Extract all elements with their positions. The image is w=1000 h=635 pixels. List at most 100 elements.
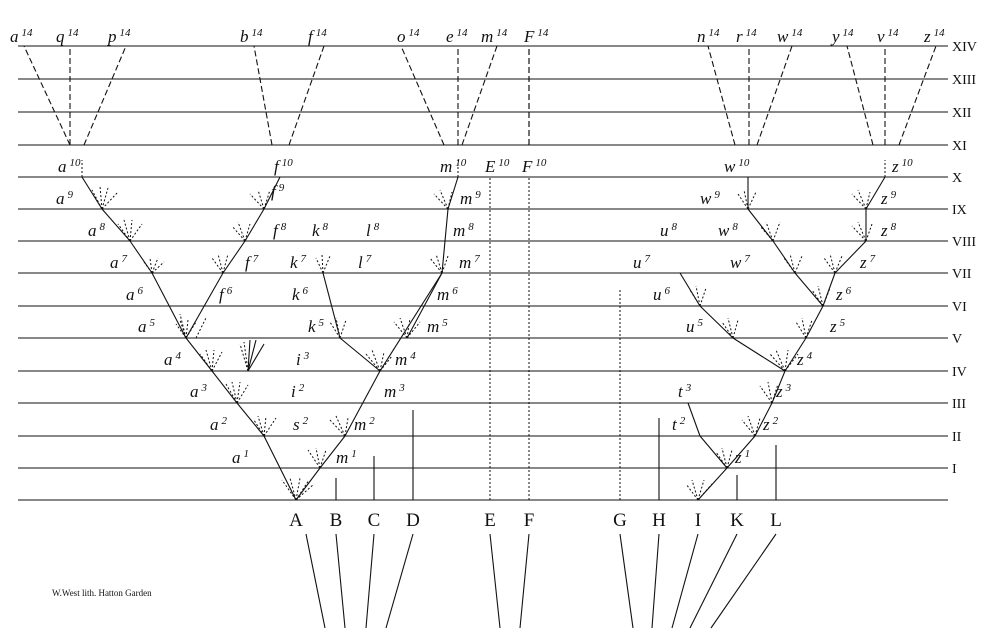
edge-47: [281, 479, 297, 501]
edge-57: [231, 381, 238, 404]
edge-85: [237, 221, 246, 242]
edge-181: [789, 253, 796, 274]
edge-172: [695, 285, 701, 307]
edge-60: [199, 353, 213, 372]
species-E: E: [484, 510, 496, 531]
edge-109: [406, 321, 421, 339]
species-A: A: [289, 510, 303, 531]
edge-94: [335, 415, 346, 437]
edge-142: [805, 305, 824, 339]
edge-91: [315, 447, 321, 469]
edge-58: [236, 381, 241, 404]
edge-194: [865, 191, 871, 210]
edge-150: [865, 176, 886, 210]
edge-83: [222, 253, 229, 274]
generation-xiii: XIII: [952, 73, 976, 88]
species-G: G: [613, 510, 627, 531]
edge-148: [834, 240, 867, 274]
edge-81: [211, 257, 224, 274]
edge-35: [81, 176, 103, 210]
generation-i: I: [952, 462, 957, 477]
edge-25: [710, 533, 777, 629]
species-K: K: [730, 510, 744, 531]
generation-xii: XII: [952, 106, 972, 121]
edge-12: [846, 45, 874, 146]
edge-151: [685, 483, 699, 501]
edge-37: [222, 240, 246, 274]
edge-87: [249, 193, 265, 210]
edge-39: [263, 176, 281, 210]
edge-28: [319, 435, 346, 469]
edge-24: [689, 533, 738, 629]
edge-70: [151, 257, 159, 274]
edge-185: [772, 221, 781, 242]
generation-xiv: XIV: [952, 40, 977, 55]
edge-38: [244, 208, 265, 242]
edge-180: [783, 257, 796, 274]
edge-178: [817, 285, 824, 307]
edge-160: [754, 417, 761, 437]
generation-iv: IV: [952, 365, 967, 380]
edge-4: [288, 45, 325, 146]
edge-74: [129, 219, 133, 242]
edge-157: [726, 449, 733, 469]
edge-191: [865, 223, 873, 242]
edge-136: [754, 402, 773, 437]
edge-42: [322, 272, 341, 339]
edge-105: [322, 255, 331, 274]
edge-111: [435, 253, 443, 274]
edge-115: [447, 191, 453, 210]
edge-155: [715, 451, 728, 469]
edge-179: [822, 287, 831, 307]
species-D: D: [406, 510, 420, 531]
edge-59: [236, 384, 249, 404]
edge-197: [829, 253, 836, 274]
edge-22: [651, 533, 660, 629]
edge-138: [732, 337, 786, 372]
edge-188: [747, 191, 757, 210]
edge-2: [83, 45, 127, 146]
edge-101: [335, 317, 341, 339]
edge-177: [811, 289, 824, 307]
lithographer-credit: W.West lith. Hatton Garden: [52, 588, 152, 598]
edge-159: [747, 415, 756, 437]
edge-117: [247, 339, 251, 372]
edge-64: [175, 323, 187, 339]
edge-154: [697, 483, 713, 501]
edge-121: [243, 341, 249, 372]
edge-31: [185, 337, 213, 372]
edge-113: [433, 193, 449, 210]
edge-36: [185, 272, 224, 339]
edge-43: [379, 272, 443, 372]
edge-163: [771, 383, 779, 404]
